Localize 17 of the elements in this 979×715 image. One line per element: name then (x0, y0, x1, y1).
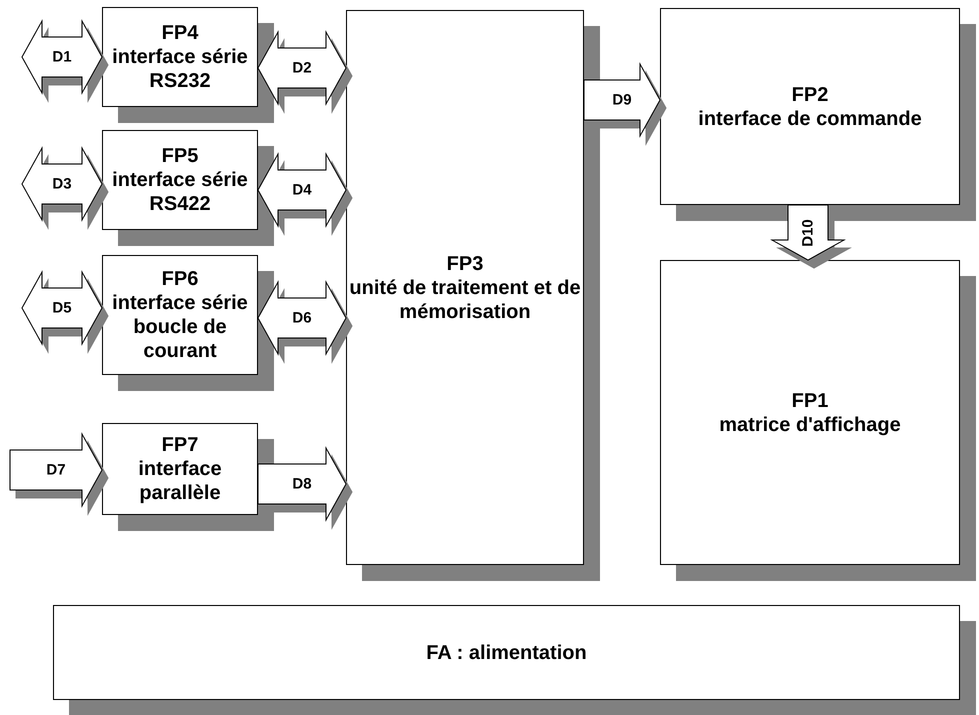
block-description: interface série RS232 (111, 45, 249, 93)
block-arrow (21, 270, 103, 346)
block-arrow (10, 432, 103, 508)
block-title: FP6 (162, 267, 198, 291)
block-description: FA : alimentation (426, 640, 587, 664)
block-title: FP7 (162, 433, 198, 457)
block-title: FP1 (792, 388, 828, 412)
block-description: interface série boucle de courant (111, 291, 249, 363)
block-title: FP3 (446, 252, 484, 276)
block-title: FP2 (792, 82, 828, 106)
block-description: unité de traitement et de mémorisation (348, 276, 582, 324)
block-description: interface série RS422 (111, 168, 249, 216)
block-title: FP4 (162, 21, 198, 45)
block-description: matrice d'affichage (719, 412, 901, 436)
block-description: interface parallèle (137, 457, 223, 505)
block-description: interface de commande (698, 106, 922, 130)
block-title: FP5 (162, 144, 198, 168)
